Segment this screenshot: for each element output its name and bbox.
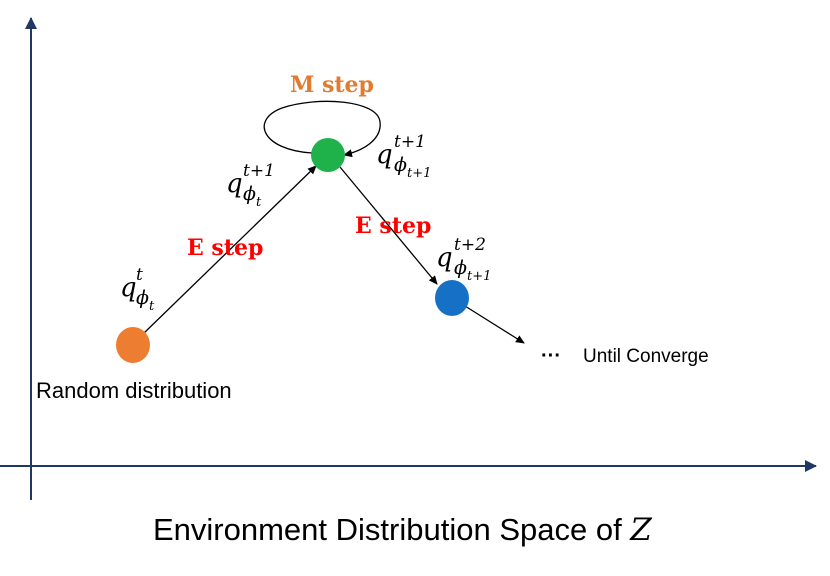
end-node bbox=[435, 280, 469, 316]
q-label-mid-left-base: q bbox=[226, 169, 243, 199]
m-step-loop-arrow bbox=[263, 100, 381, 158]
q-label-start: q t ϕ t bbox=[120, 265, 155, 314]
q-label-end-base: q bbox=[436, 243, 453, 273]
start-node bbox=[116, 327, 150, 363]
q-label-end-subsub: t+1 bbox=[467, 269, 491, 284]
ellipsis-label: ··· bbox=[541, 345, 561, 367]
q-label-mid-right-subsub: t+1 bbox=[407, 166, 431, 181]
q-label-start-base: q bbox=[120, 273, 137, 303]
q-label-mid-right-base: q bbox=[376, 140, 393, 170]
q-label-mid-right-sup: t+1 bbox=[394, 132, 426, 152]
random-distribution-label: Random distribution bbox=[36, 378, 232, 403]
q-label-start-sup: t bbox=[136, 265, 143, 285]
axis-title-variable: Z bbox=[629, 512, 652, 548]
e-step-arrow-1 bbox=[142, 165, 317, 335]
axis-title-prefix: Environment Distribution Space of bbox=[153, 512, 630, 547]
middle-node bbox=[311, 138, 345, 172]
q-label-mid-left: q t+1 ϕ t bbox=[226, 161, 275, 210]
until-converge-label: Until Converge bbox=[583, 346, 709, 367]
q-label-mid-right-sub: ϕ bbox=[394, 154, 407, 176]
q-label-end-sub: ϕ bbox=[454, 257, 467, 279]
q-label-end-sup: t+2 bbox=[454, 235, 486, 255]
q-label-start-sub: ϕ bbox=[136, 287, 149, 309]
e-step-arrow-2 bbox=[339, 166, 438, 285]
q-label-end: q t+2 ϕ t+1 bbox=[436, 235, 491, 284]
axis-title: Environment Distribution Space of Z bbox=[153, 512, 652, 548]
e-step-label-2: E step bbox=[355, 213, 431, 239]
q-label-start-subsub: t bbox=[149, 299, 155, 314]
q-label-mid-left-subsub: t bbox=[256, 195, 262, 210]
m-step-label: M step bbox=[290, 72, 374, 98]
converge-arrow bbox=[464, 305, 525, 344]
q-label-mid-left-sub: ϕ bbox=[243, 183, 256, 205]
e-step-label-1: E step bbox=[187, 235, 263, 261]
q-label-mid-left-sup: t+1 bbox=[243, 161, 275, 181]
q-label-mid-right: q t+1 ϕ t+1 bbox=[376, 132, 431, 181]
